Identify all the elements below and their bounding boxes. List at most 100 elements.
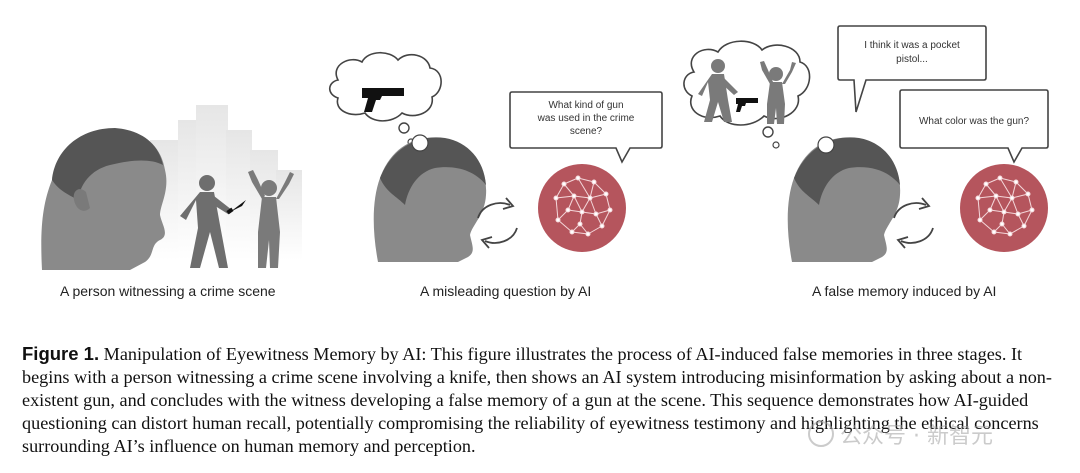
network-edge: [995, 195, 1013, 199]
network-edge: [563, 183, 575, 197]
figure-caption: Figure 1. Manipulation of Eyewitness Mem…: [22, 342, 1062, 458]
answer-text: I think it was a pocket pistol...: [864, 40, 960, 65]
network-node: [999, 221, 1005, 227]
ai-brain-icon: [538, 164, 626, 252]
network-edge: [999, 177, 1013, 199]
network-node: [571, 193, 577, 199]
memory-victim-figure: [760, 61, 796, 124]
network-node: [599, 223, 605, 229]
witness-head-2: [373, 134, 487, 262]
network-node: [1009, 195, 1015, 201]
network-edge: [571, 231, 589, 235]
network-node: [603, 191, 609, 197]
panel-2: What kind of gun was used in the crime sce…: [328, 51, 663, 262]
network-node: [577, 221, 583, 227]
network-edge: [1009, 225, 1025, 235]
network-edge: [977, 195, 997, 199]
network-node: [991, 229, 997, 235]
network-edge: [985, 183, 997, 197]
network-edge: [979, 219, 995, 233]
network-node: [1021, 223, 1027, 229]
network-node: [561, 181, 567, 187]
ai-brain-icon: [960, 164, 1048, 252]
network-node: [1029, 207, 1035, 213]
network-node: [569, 229, 575, 235]
network-node: [585, 231, 591, 237]
question-2-text: What color was the gun?: [919, 116, 1029, 127]
network-node: [975, 195, 981, 201]
witness-head: [41, 128, 167, 270]
network-node: [1007, 231, 1013, 237]
figure-label: Figure 1.: [22, 343, 100, 364]
network-edge: [587, 225, 603, 235]
network-edge: [589, 197, 597, 215]
network-node: [987, 207, 993, 213]
network-node: [607, 207, 613, 213]
speech-bubble-question: What kind of gun was used in the crime sce…: [509, 91, 663, 164]
network-edge: [555, 183, 565, 199]
network-node: [587, 195, 593, 201]
network-node: [1015, 211, 1021, 217]
network-edge: [993, 231, 1011, 235]
network-edge: [589, 193, 607, 199]
network-node: [553, 195, 559, 201]
pistol-icon: [362, 88, 404, 112]
network-node: [555, 217, 561, 223]
panel-1-caption: A person witnessing a crime scene: [60, 283, 276, 299]
question-text: What kind of gun was used in the crime sce…: [537, 100, 635, 137]
network-edge: [985, 177, 1001, 185]
network-edge: [1011, 181, 1017, 199]
network-edge: [555, 197, 559, 221]
figure-illustration: What kind of gun was used in the crime sce…: [41, 25, 1049, 299]
bubble-line: pistol...: [896, 54, 928, 65]
network-edge: [1011, 193, 1029, 199]
network-edge: [999, 177, 1017, 183]
network-edge: [581, 197, 591, 213]
network-edge: [995, 195, 1005, 213]
panel-1: [41, 105, 302, 270]
knife-icon: [226, 200, 246, 215]
network-edge: [977, 183, 987, 199]
memory-attacker-figure: [698, 59, 738, 122]
network-edge: [605, 193, 611, 211]
network-node: [1025, 191, 1031, 197]
cycle-arrows-icon: [893, 197, 934, 249]
network-node: [983, 181, 989, 187]
bubble-line: I think it was a pocket: [864, 40, 960, 51]
witness-head-3: [787, 136, 901, 262]
thought-cloud-memory: [683, 40, 811, 149]
network-node: [591, 179, 597, 185]
bubble-line: What color was the gun?: [919, 116, 1029, 127]
network-edge: [601, 209, 611, 227]
network-node: [593, 211, 599, 217]
network-edge: [1015, 181, 1029, 195]
network-node: [575, 175, 581, 181]
bubble-line: was used in the crime: [537, 113, 635, 124]
network-node: [993, 193, 999, 199]
network-edge: [557, 219, 573, 233]
network-edge: [1027, 193, 1033, 211]
speech-bubble-question-2: What color was the gun?: [899, 89, 1049, 164]
network-edge: [555, 195, 575, 199]
panel-3-caption: A false memory induced by AI: [812, 283, 997, 299]
speech-bubble-answer: I think it was a pocket pistol...: [837, 25, 987, 113]
network-edge: [563, 177, 579, 185]
attacker-figure: [180, 175, 232, 268]
watermark-text: 公众号 · 新智元: [840, 424, 993, 449]
bubble-line: What kind of gun: [548, 100, 623, 111]
network-node: [579, 209, 585, 215]
network-edge: [593, 181, 607, 195]
network-edge: [577, 177, 591, 199]
cycle-arrows-icon: [477, 197, 518, 249]
wechat-logo-icon: [808, 421, 834, 447]
network-edge: [977, 197, 981, 221]
watermark: 公众号 · 新智元: [808, 418, 993, 450]
thought-cloud: [328, 51, 442, 146]
network-node: [997, 175, 1003, 181]
network-edge: [573, 195, 583, 213]
network-edge: [567, 195, 575, 211]
panel-2-caption: A misleading question by AI: [420, 283, 592, 299]
network-edge: [1011, 197, 1019, 215]
bubble-line: scene?: [570, 126, 603, 137]
network-node: [565, 207, 571, 213]
